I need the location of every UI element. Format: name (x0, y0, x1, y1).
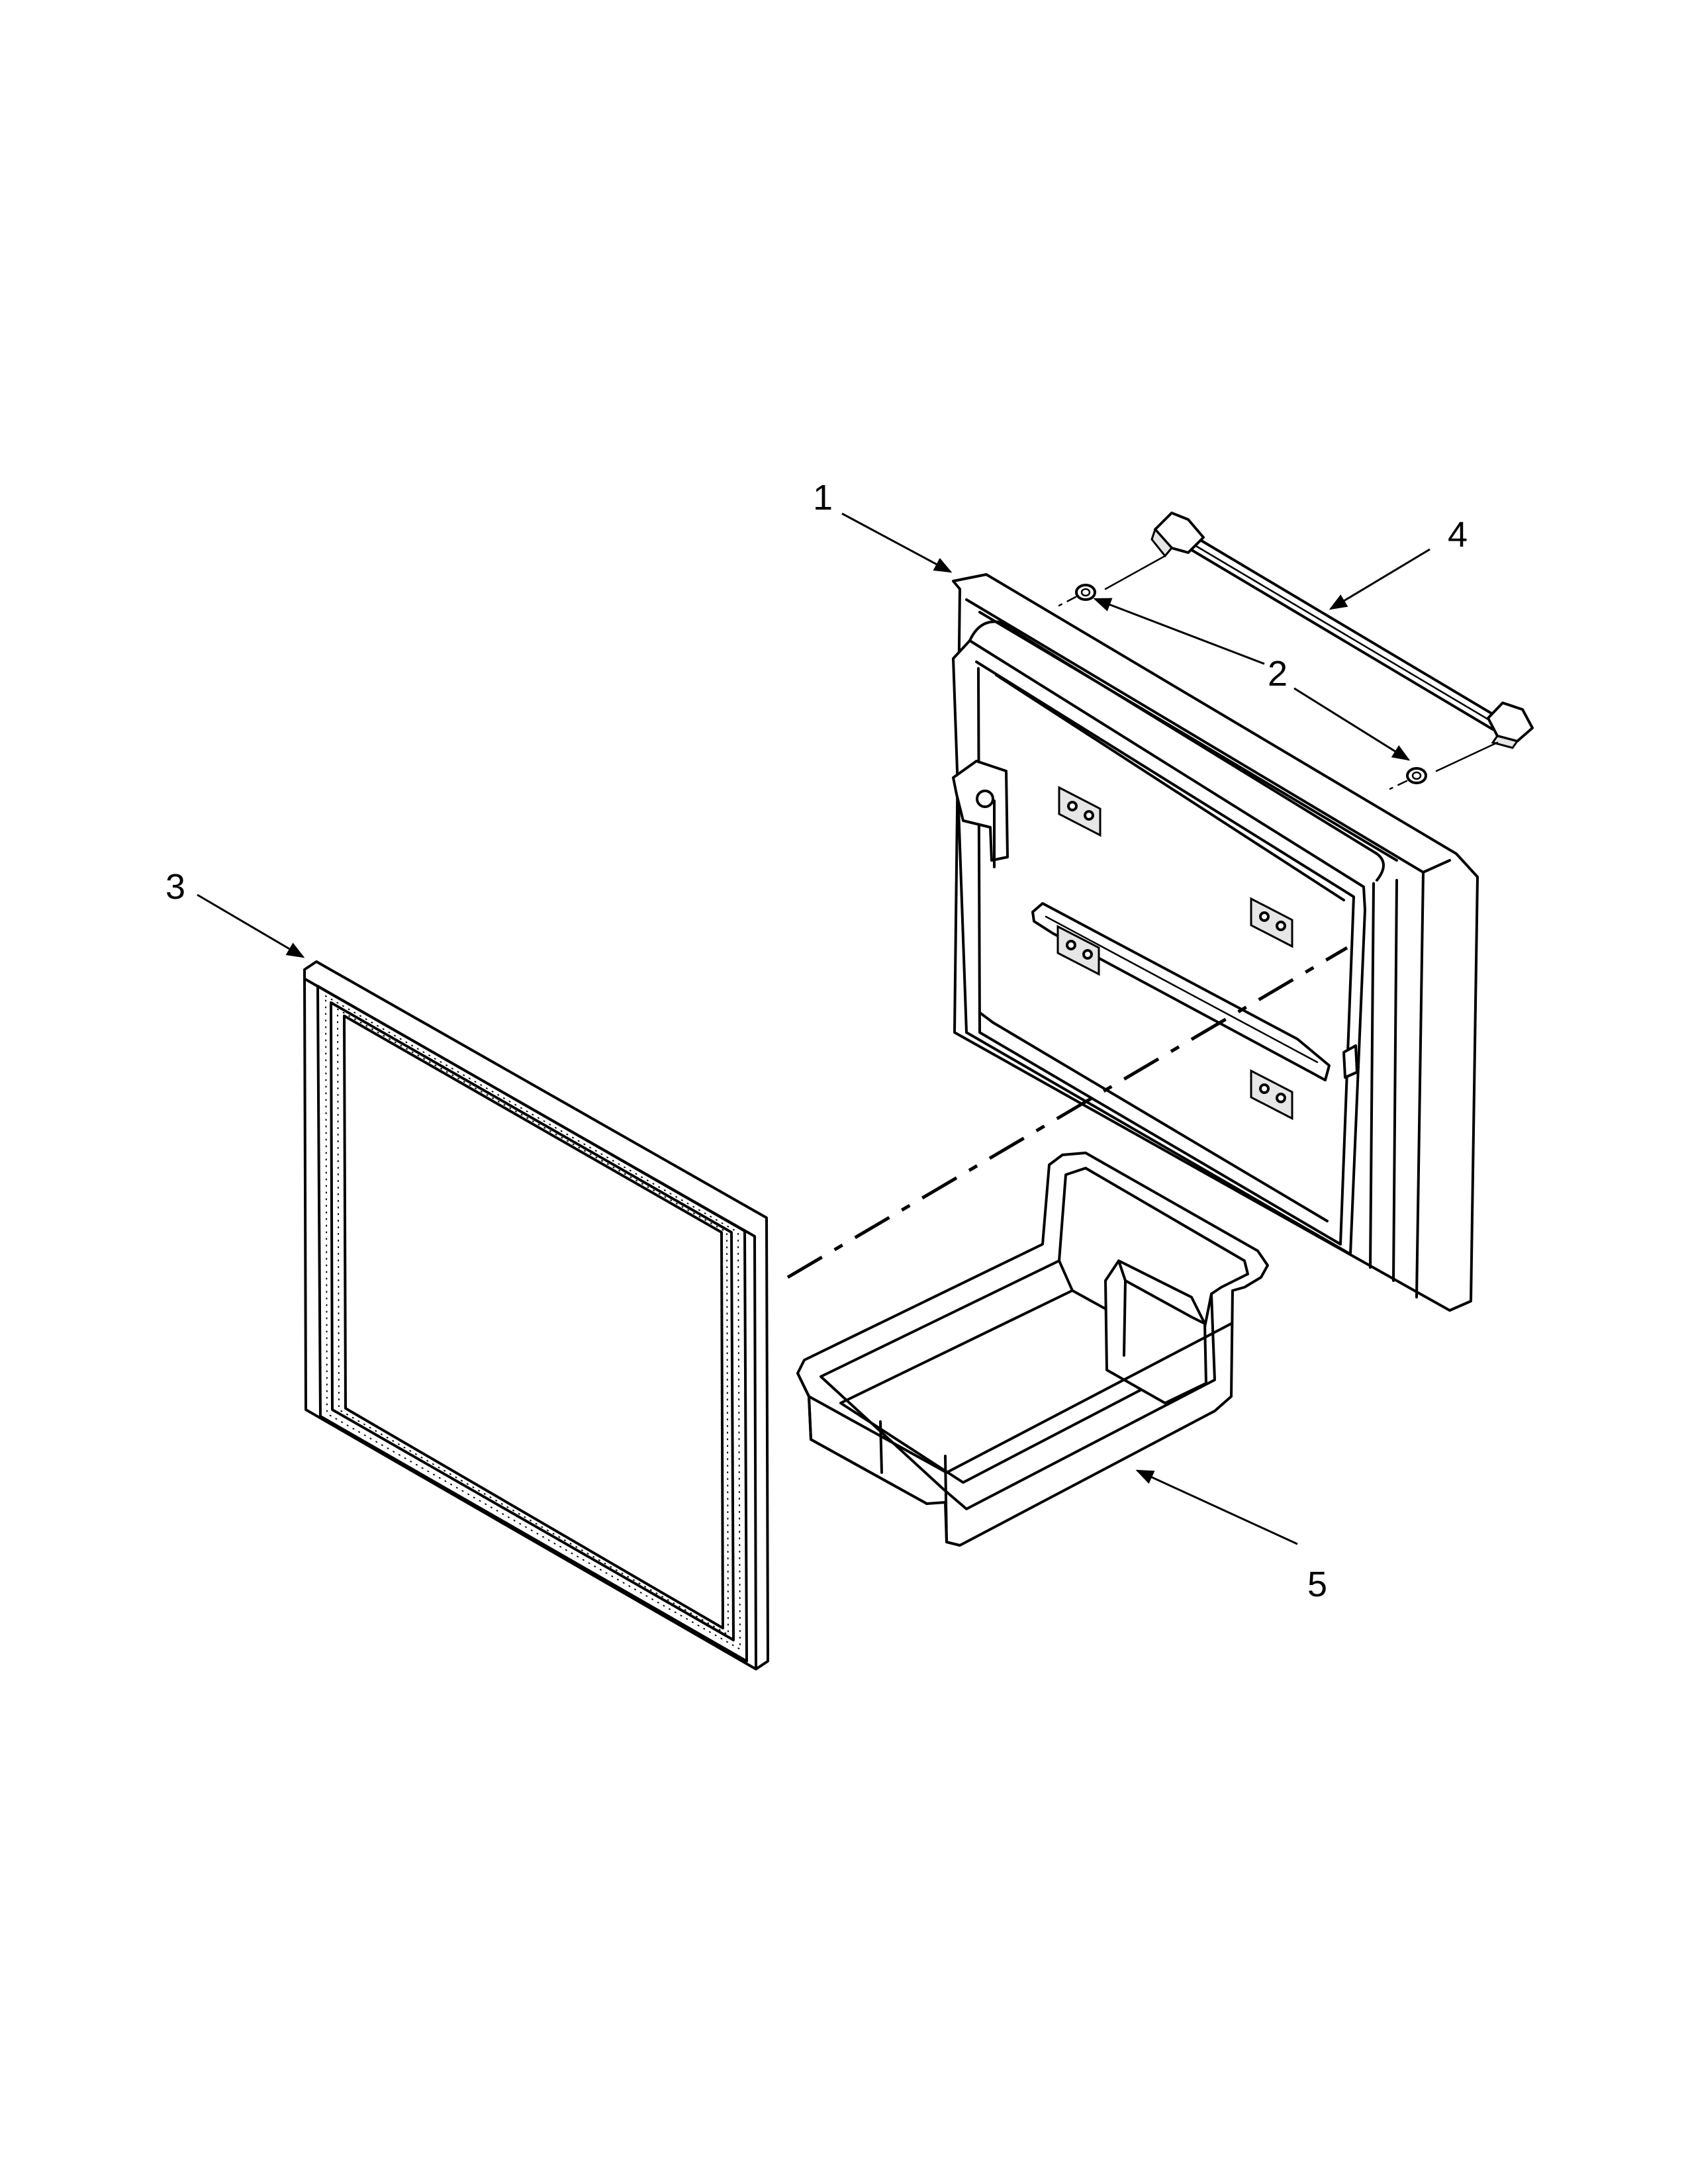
callout-label-1: 1 (813, 478, 833, 518)
callout-label-5: 5 (1307, 1565, 1327, 1604)
callout-label-4: 4 (1448, 515, 1468, 555)
part-door (952, 573, 1479, 1312)
part-gasket (303, 960, 769, 1670)
callout-leaders (197, 512, 1430, 1545)
callout-label-2: 2 (1268, 654, 1288, 694)
part-bin (796, 1152, 1269, 1547)
part-handle (1104, 512, 1534, 772)
part-washers (1058, 584, 1427, 790)
callout-label-3: 3 (165, 867, 185, 907)
